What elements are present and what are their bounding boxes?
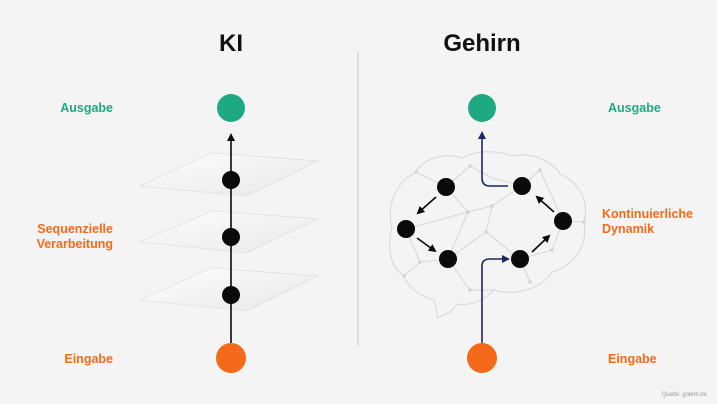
- cycle-arrow-4: [535, 195, 555, 213]
- label-eingabe-left: Eingabe: [64, 352, 113, 366]
- label-eingabe-right: Eingabe: [608, 352, 657, 366]
- brain-cycle-arrows: [416, 195, 555, 253]
- brain-node-2: [513, 177, 531, 195]
- title-gehirn: Gehirn: [443, 30, 521, 57]
- brain-node-1: [437, 178, 455, 196]
- brain-node-6: [511, 250, 529, 268]
- brain-node-4: [554, 212, 572, 230]
- ki-node-3: [222, 286, 240, 304]
- brain-output-node: [468, 94, 496, 122]
- label-kontinuierliche: Kontinuierliche: [602, 207, 693, 221]
- title-ki: KI: [219, 30, 243, 57]
- label-dynamik: Dynamik: [602, 222, 655, 236]
- brain-outline: [389, 151, 586, 319]
- cycle-arrow-3: [531, 234, 551, 253]
- label-sequenzielle: Sequenzielle: [37, 222, 113, 236]
- brain-input-node: [467, 343, 497, 373]
- brain-output-arrow: [478, 131, 508, 187]
- label-verarbeitung: Verarbeitung: [36, 237, 113, 251]
- brain-node-5: [439, 250, 457, 268]
- ki-node-2: [222, 228, 240, 246]
- cycle-arrow-1: [416, 196, 437, 215]
- ki-input-node: [216, 343, 246, 373]
- label-ausgabe-left: Ausgabe: [60, 101, 113, 115]
- brain-mesh-dots: [402, 164, 586, 292]
- brain-node-3: [397, 220, 415, 238]
- cycle-arrow-2: [416, 237, 437, 253]
- ki-node-1: [222, 171, 240, 189]
- label-ausgabe-right: Ausgabe: [608, 101, 661, 115]
- brain-input-arrow: [481, 255, 510, 343]
- ki-output-node: [217, 94, 245, 122]
- source-credit: Quelle: golem.de: [661, 392, 707, 398]
